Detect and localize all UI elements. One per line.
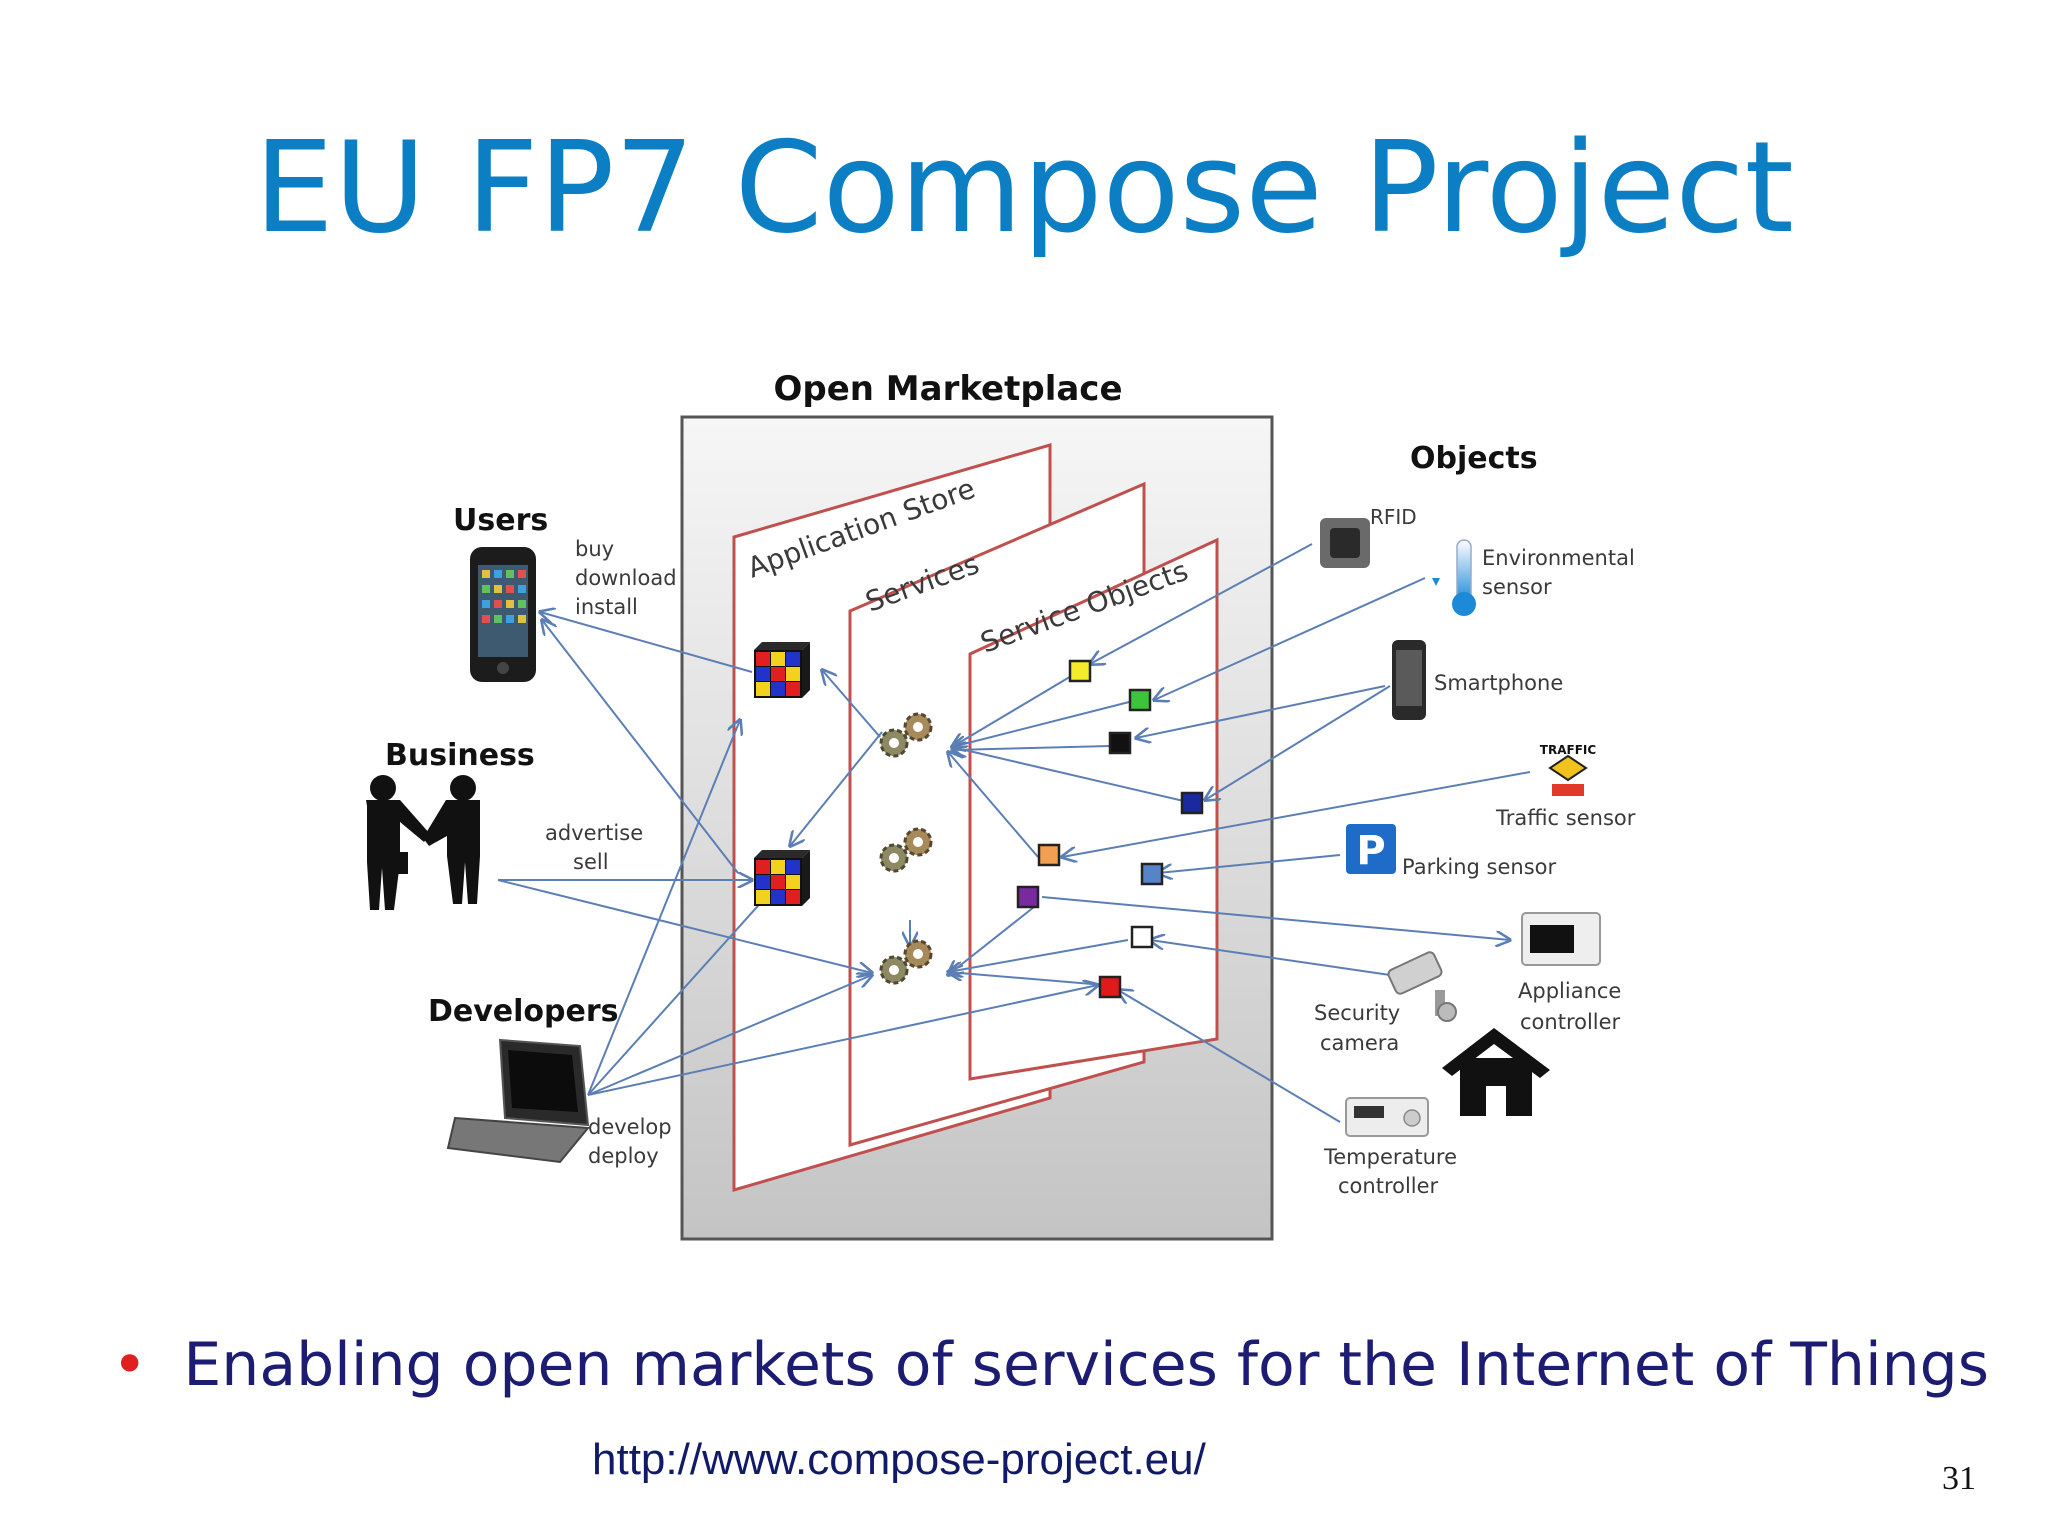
security-camera-label-line1: Security [1314, 1001, 1400, 1025]
business-header: Business [385, 738, 535, 773]
traffic-sign-icon: TRAFFIC [1540, 743, 1597, 796]
traffic-sign-text: TRAFFIC [1540, 743, 1597, 757]
rfid-label: RFID [1370, 505, 1417, 529]
business-action-sell: sell [573, 850, 609, 874]
environmental-label-line2: sensor [1482, 575, 1552, 599]
microwave-icon [1521, 912, 1601, 966]
app-cube-icon [754, 850, 810, 906]
appliance-label-line1: Appliance [1518, 979, 1621, 1003]
marketplace-label: Open Marketplace [773, 369, 1122, 409]
temperature-label-line2: controller [1338, 1174, 1439, 1198]
app-cube-icon [754, 642, 810, 698]
rfid-icon [1320, 518, 1370, 568]
users-action-download: download [575, 566, 677, 590]
users-header: Users [453, 503, 548, 538]
users-action-install: install [575, 595, 638, 619]
smartphone-label: Smartphone [1434, 671, 1563, 695]
laptop-icon [446, 1038, 590, 1164]
handshake-icon [366, 775, 480, 910]
temperature-controller-icon [1345, 1097, 1429, 1137]
bullet-dot-icon: • [112, 1330, 148, 1400]
environmental-label-line1: Environmental [1482, 546, 1635, 570]
users-action-buy: buy [575, 537, 614, 561]
parking-sign-text: P [1356, 828, 1385, 874]
developers-action-deploy: deploy [588, 1144, 659, 1168]
business-action-advertise: advertise [545, 821, 643, 845]
house-icon [1442, 1028, 1550, 1116]
developers-header: Developers [428, 994, 619, 1029]
bullet-text: Enabling open markets of services for th… [183, 1330, 1989, 1400]
service-object-squares [1016, 659, 1204, 999]
objects-header: Objects [1410, 441, 1538, 476]
developers-action-develop: develop [588, 1115, 672, 1139]
connection-arrows [497, 543, 1531, 1123]
parking-sign-icon: P [1346, 824, 1396, 874]
thermometer-icon [1432, 539, 1476, 616]
smartphone-icon [1392, 640, 1426, 720]
security-camera-icon [1387, 951, 1457, 1022]
temperature-label-line1: Temperature [1323, 1145, 1457, 1169]
traffic-sensor-label: Traffic sensor [1495, 806, 1636, 830]
appliance-label-line2: controller [1520, 1010, 1621, 1034]
iphone-icon [470, 547, 536, 682]
page-number: 31 [1942, 1460, 1976, 1497]
security-camera-label-line2: camera [1320, 1031, 1399, 1055]
bullet-point: • Enabling open markets of services for t… [112, 1330, 1989, 1400]
parking-sensor-label: Parking sensor [1402, 855, 1556, 879]
project-url[interactable]: http://www.compose-project.eu/ [592, 1435, 1206, 1484]
slide-title: EU FP7 Compose Project [254, 114, 1794, 261]
